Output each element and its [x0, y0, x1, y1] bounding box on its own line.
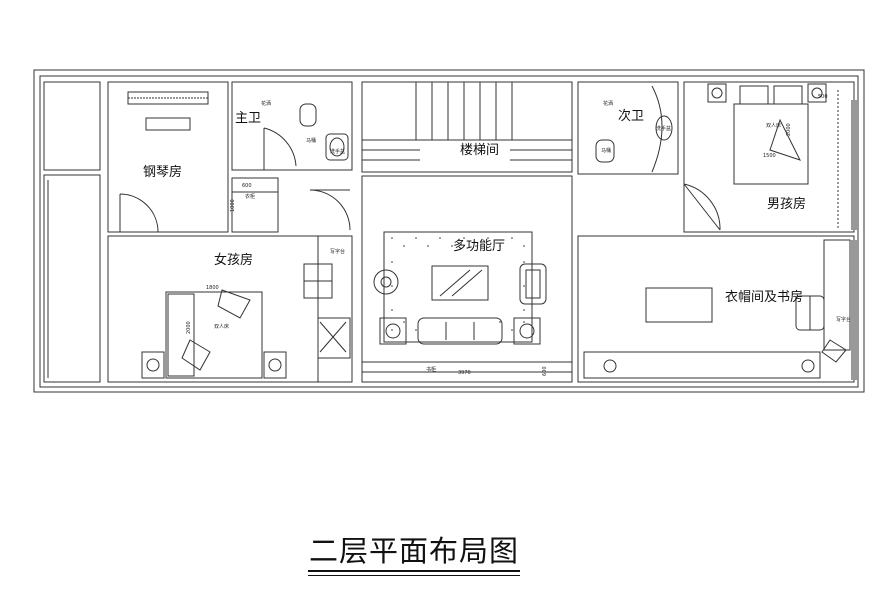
double-bed-boy: [733, 103, 809, 185]
second-bath-label: 次卫: [618, 108, 644, 124]
basin-1: [325, 133, 349, 161]
closet-study-label: 衣帽间及书房: [725, 289, 803, 305]
piano-room-door: [119, 193, 159, 233]
toilet-1: [299, 103, 317, 127]
sofa: [417, 317, 503, 345]
outer-wall: [33, 69, 865, 393]
title-underline: [308, 570, 520, 572]
master-bath-label: 主卫: [235, 111, 261, 126]
piano-room-label: 钢琴房: [143, 164, 182, 180]
hall-door: [309, 189, 351, 231]
piano-room-wall: [107, 81, 229, 233]
dim-2000-girl: 2000: [186, 321, 192, 334]
corner-basin-label: 洗手盆: [656, 125, 671, 132]
toilet-2-label: 马桶: [601, 147, 611, 154]
dim-1800: 1800: [206, 285, 219, 291]
round-chair: [373, 269, 399, 295]
closet-small: [231, 177, 279, 233]
cabinet-label: 书柜: [426, 366, 436, 373]
dim-1000: 1000: [230, 199, 236, 212]
double-bed-girl-label: 双人床: [214, 323, 229, 330]
toilet-1-label: 马桶: [306, 137, 316, 144]
multi-hall-label: 多功能厅: [453, 238, 505, 254]
drawing-title: 二层平面布局图: [308, 534, 519, 568]
stair-treads: [362, 82, 572, 161]
shower-1-label: 花洒: [261, 100, 271, 107]
dim-3970: 3970: [458, 370, 471, 376]
boys-room-label: 男孩房: [767, 196, 806, 212]
dim-2000-boy: 2000: [786, 123, 792, 136]
girls-room-label: 女孩房: [214, 252, 253, 268]
left-balcony-upper: [43, 81, 101, 171]
boys-room-wall: [683, 81, 855, 233]
double-bed-boy-label: 双人床: [766, 122, 781, 129]
desk-right: [823, 239, 851, 351]
study-desk-long: [645, 287, 713, 323]
stairwell-label: 楼梯间: [460, 143, 499, 158]
stairwell-wall: [361, 81, 573, 173]
wardrobe-girl: [231, 177, 279, 233]
master-bath-wall: [231, 81, 353, 171]
rug-dots: [391, 237, 525, 331]
desk-left: [317, 235, 353, 383]
dim-500: 500: [818, 94, 828, 100]
left-balcony-lower: [43, 174, 101, 383]
dim-1500: 1500: [763, 153, 776, 159]
second-bath-wall: [577, 81, 679, 175]
boys-room-door: [683, 183, 721, 231]
closet-study-wall: [577, 235, 855, 383]
dim-600-hall: 600: [542, 366, 548, 376]
title-underline-thin: [308, 575, 520, 576]
coffee-table: [431, 265, 489, 301]
armchair: [519, 263, 547, 305]
inner-wall-line: [39, 75, 859, 388]
corner-basin: [651, 85, 663, 173]
shower-2-label: 花洒: [603, 100, 613, 107]
double-bed-girl: [165, 291, 263, 379]
wardrobe-row: [583, 351, 821, 379]
desk-left-label: 写字台: [330, 248, 345, 255]
desk-right-label: 写字台: [836, 316, 851, 323]
toilet-2: [595, 139, 615, 163]
basin-1-label: 洗手盆: [330, 148, 345, 155]
piano-bench: [145, 117, 191, 131]
dim-600: 600: [242, 183, 252, 189]
wardrobe-label: 衣柜: [245, 193, 255, 200]
master-bath-door: [263, 127, 297, 170]
